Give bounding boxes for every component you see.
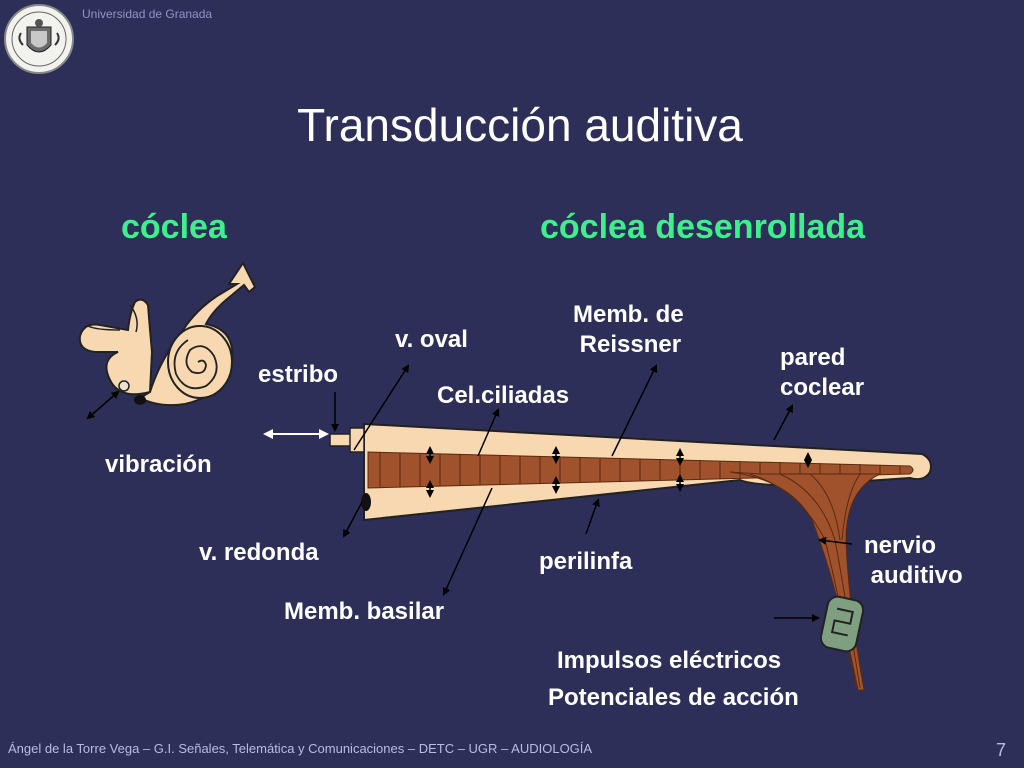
label-cel-ciliadas: Cel.ciliadas — [437, 382, 570, 409]
electrode-icon — [819, 595, 865, 653]
heading-coclea-desenrollada: cóclea desenrollada — [540, 208, 866, 246]
footer-credits: Ángel de la Torre Vega – G.I. Señales, T… — [8, 741, 593, 756]
label-memb-reissner: Memb. de Reissner — [573, 301, 684, 358]
label-nervio-auditivo: nervio auditivo — [864, 532, 963, 589]
label-potenciales-de-accion: Potenciales de acción — [548, 684, 799, 711]
label-estribo: estribo — [258, 361, 339, 388]
heading-coclea: cóclea — [121, 208, 227, 246]
label-v-oval: v. oval — [395, 326, 468, 353]
cochlea-illustration — [78, 261, 257, 407]
page-number: 7 — [996, 740, 1007, 760]
label-impulsos-electricos: Impulsos eléctricos — [557, 647, 782, 674]
university-seal-logo — [4, 4, 74, 74]
label-vibracion: vibración — [105, 451, 212, 478]
unrolled-cochlea — [329, 422, 932, 691]
label-memb-basilar: Memb. basilar — [284, 598, 445, 625]
slide-title: Transducción auditiva — [297, 99, 743, 151]
label-pared-coclear: pared coclear — [780, 344, 865, 401]
label-perilinfa: perilinfa — [539, 548, 633, 575]
label-v-redonda: v. redonda — [199, 539, 319, 566]
university-name: Universidad de Granada — [82, 7, 213, 21]
